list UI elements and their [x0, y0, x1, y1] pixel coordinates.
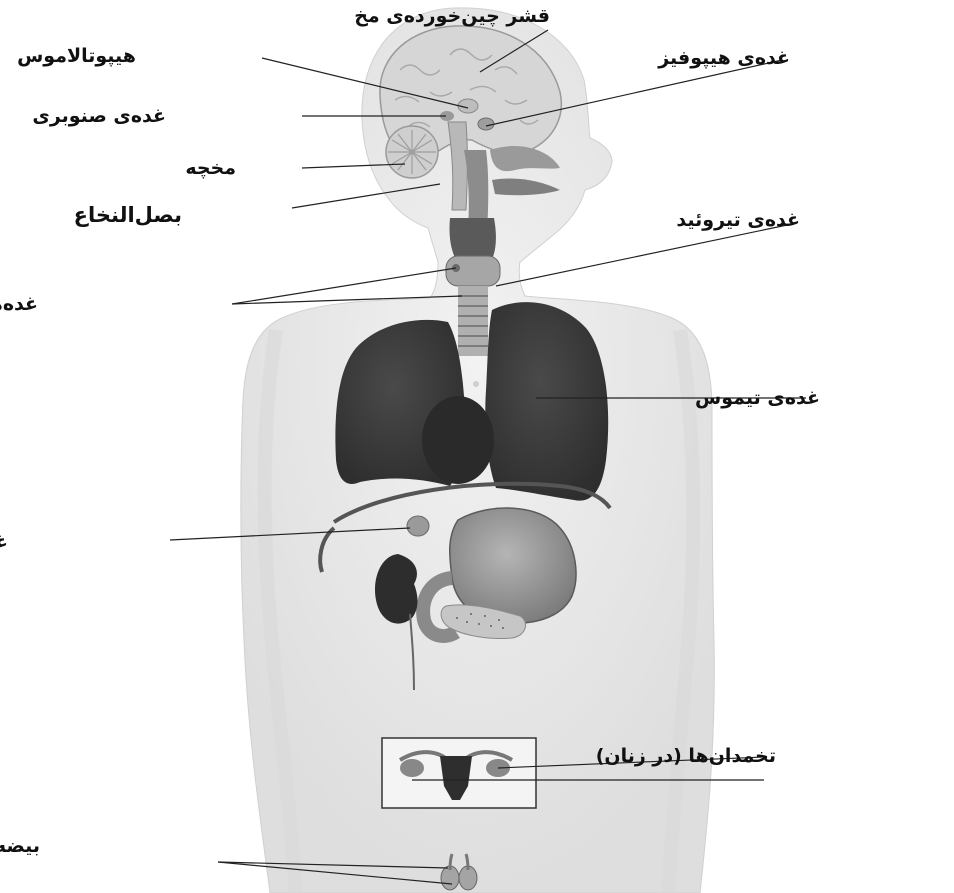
label-adrenal: غده‌ی فوق کلیوی — [0, 531, 8, 553]
label-hypothalamus: هیپوتالاموس — [17, 45, 136, 67]
label-cerebellum: مخچه — [185, 157, 236, 179]
label-medulla: بصل‌النخاع — [74, 203, 182, 227]
ovary-left — [400, 759, 424, 777]
label-ovaries: تخمدان‌ها (در زنان) — [596, 745, 776, 767]
label-thyroid: غده‌ی تیروئید — [676, 209, 800, 231]
adrenal-organ — [407, 516, 429, 536]
label-pituitary: غده‌ی هیپوفیز — [657, 47, 790, 69]
label-pineal: غده‌ی صنوبری — [32, 105, 166, 127]
cerebellum — [386, 126, 438, 178]
pituitary-organ — [478, 118, 494, 130]
label-cortex: قشر چین‌خورده‌ی مخ — [354, 5, 550, 27]
label-testes: بیضه‌ها (درمردان) — [0, 835, 40, 857]
label-thymus: غده‌ی تیموس — [695, 387, 820, 409]
thymus-organ — [473, 381, 479, 387]
heart — [422, 396, 494, 484]
trachea — [458, 286, 488, 356]
label-parathyroid: غده‌های پاراتیروئید — [0, 293, 38, 315]
